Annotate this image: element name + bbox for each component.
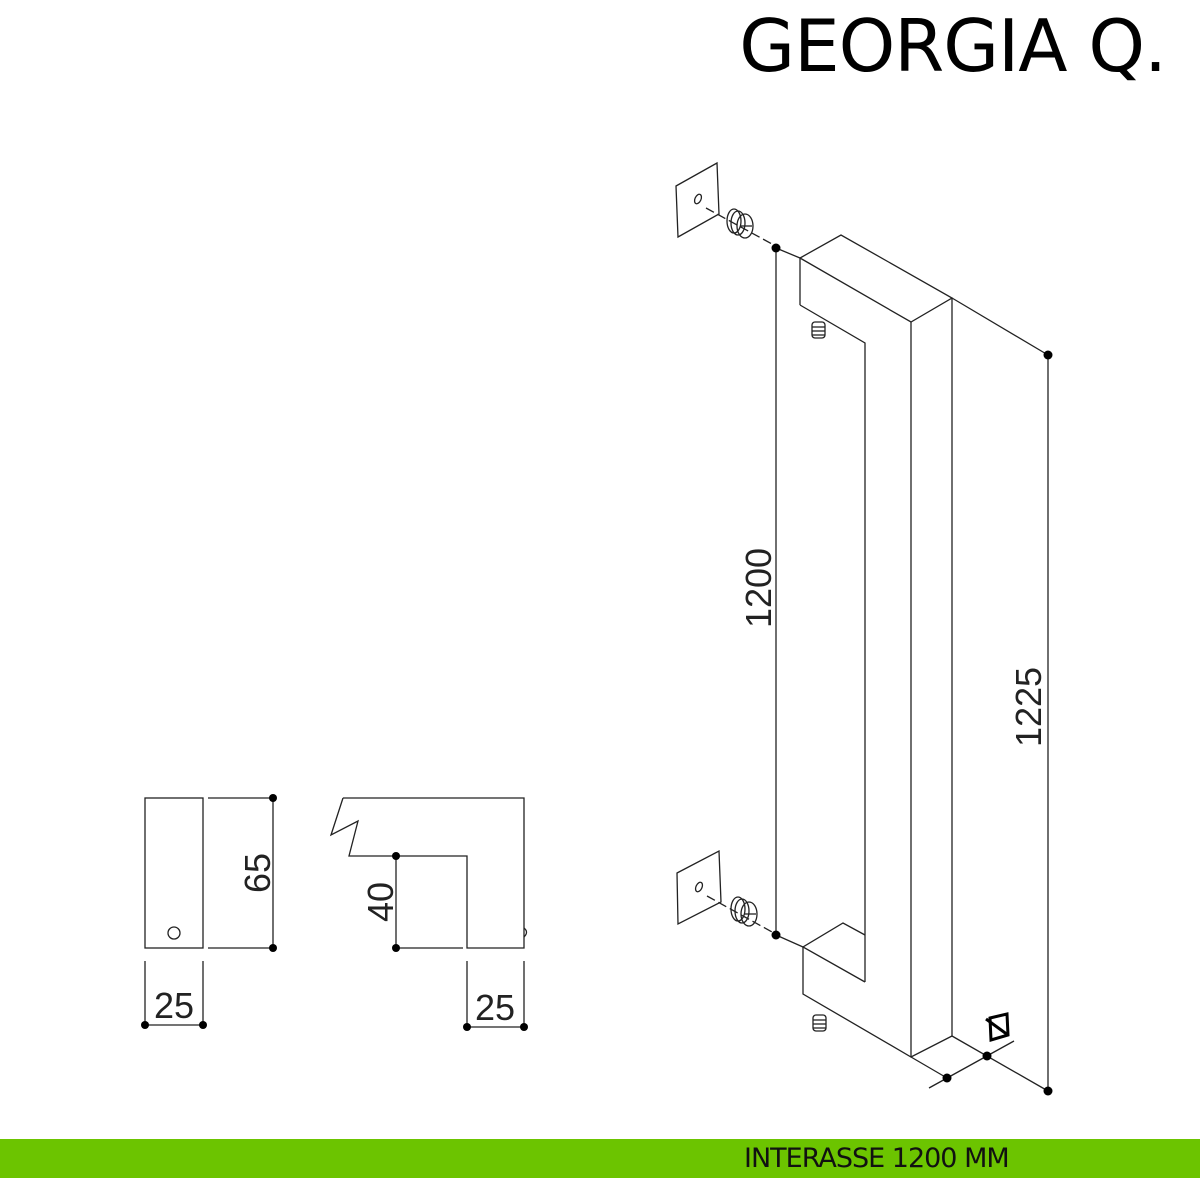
square-symbol-icon (985, 1012, 1010, 1042)
bottom-mounting-plate (676, 849, 773, 933)
grub-screw-top-icon (811, 321, 826, 339)
grub-screw-bottom-icon (812, 1014, 827, 1032)
footer-text: INTERASSE 1200 MM (744, 1143, 1010, 1174)
square-section-dimension (910, 1012, 1015, 1089)
product-title: GEORGIA Q. (739, 4, 1167, 88)
dim-label-25-left: 25 (154, 985, 194, 1026)
dim-label-1200: 1200 (738, 548, 779, 628)
dimension-1225: 1225 (951, 297, 1053, 1096)
footer-bar: INTERASSE 1200 MM (0, 1139, 1200, 1178)
top-mounting-plate (675, 161, 773, 245)
dim-label-40: 40 (360, 882, 401, 922)
bottom-bolt-icon (730, 896, 758, 927)
dimension-1200: 1200 (738, 243, 804, 948)
dim-label-1225: 1225 (1008, 667, 1049, 747)
side-section: 40 25 (329, 797, 528, 1031)
dim-label-65: 65 (237, 853, 278, 893)
top-bolt-icon (726, 208, 754, 239)
profile-section: 65 25 (141, 794, 278, 1029)
hole-mark (167, 926, 181, 940)
dim-label-25-right: 25 (475, 987, 515, 1028)
handle-body (799, 234, 954, 1058)
